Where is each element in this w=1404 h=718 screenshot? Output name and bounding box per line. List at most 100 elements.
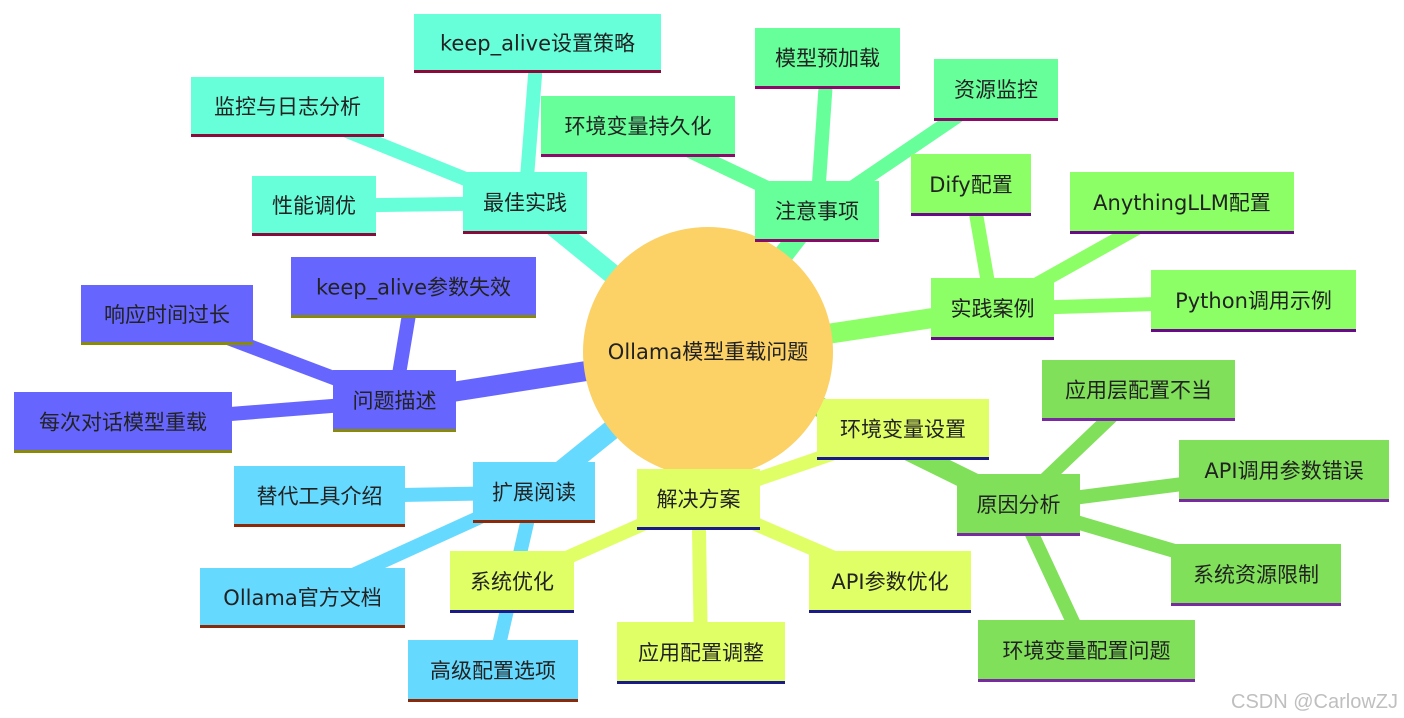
child-node: 替代工具介绍 bbox=[234, 466, 405, 527]
watermark: CSDN @CarlowZJ bbox=[1231, 691, 1398, 713]
node-box bbox=[1151, 270, 1356, 332]
branch-node: 注意事项 bbox=[755, 181, 879, 242]
child-node: Ollama官方文档 bbox=[200, 568, 405, 628]
node-label: 模型预加载 bbox=[775, 47, 880, 71]
branch-node: 问题描述 bbox=[333, 370, 456, 432]
child-node: 应用配置调整 bbox=[617, 622, 785, 684]
node-box bbox=[1171, 544, 1341, 606]
node-underline bbox=[291, 315, 536, 318]
child-node: 环境变量配置问题 bbox=[978, 620, 1195, 682]
node-box bbox=[14, 392, 232, 453]
child-node: API调用参数错误 bbox=[1179, 440, 1389, 502]
node-underline bbox=[1042, 418, 1235, 421]
node-box bbox=[617, 622, 785, 684]
node-box bbox=[637, 469, 760, 530]
node-label: Ollama官方文档 bbox=[223, 586, 381, 610]
node-underline bbox=[817, 457, 989, 460]
node-box bbox=[408, 640, 578, 702]
child-node: API参数优化 bbox=[809, 551, 971, 613]
node-underline bbox=[934, 118, 1058, 121]
node-underline bbox=[637, 527, 760, 530]
node-box bbox=[81, 285, 253, 345]
node-label: 监控与日志分析 bbox=[214, 95, 361, 119]
node-underline bbox=[978, 679, 1195, 682]
node-underline bbox=[617, 681, 785, 684]
child-node: 系统优化 bbox=[450, 551, 574, 613]
child-node: 环境变量持久化 bbox=[541, 96, 735, 157]
node-underline bbox=[957, 533, 1080, 536]
node-label: 扩展阅读 bbox=[492, 481, 576, 505]
child-node: 系统资源限制 bbox=[1171, 544, 1341, 606]
node-underline bbox=[755, 86, 900, 89]
node-box bbox=[450, 551, 574, 613]
branch-node: 实践案例 bbox=[931, 278, 1054, 340]
node-label: 系统资源限制 bbox=[1193, 563, 1319, 587]
node-label: 应用层配置不当 bbox=[1065, 379, 1212, 403]
node-underline bbox=[252, 233, 376, 236]
node-label: 资源监控 bbox=[954, 78, 1038, 102]
node-label: 问题描述 bbox=[353, 389, 437, 413]
node-label: 环境变量持久化 bbox=[565, 115, 712, 139]
node-underline bbox=[408, 699, 578, 702]
child-node: 高级配置选项 bbox=[408, 640, 578, 702]
node-underline bbox=[473, 520, 595, 523]
node-box bbox=[809, 551, 971, 613]
node-label: 应用配置调整 bbox=[638, 641, 764, 665]
node-underline bbox=[1171, 603, 1341, 606]
node-label: API参数优化 bbox=[831, 570, 948, 594]
node-box bbox=[911, 154, 1031, 216]
root-label: Ollama模型重载问题 bbox=[608, 340, 808, 364]
node-label: keep_alive参数失效 bbox=[316, 276, 511, 301]
node-underline bbox=[911, 213, 1031, 216]
node-underline bbox=[1151, 329, 1356, 332]
node-box bbox=[931, 278, 1054, 340]
child-node: Dify配置 bbox=[911, 154, 1031, 216]
node-underline bbox=[200, 625, 405, 628]
node-label: 原因分析 bbox=[977, 493, 1061, 517]
node-box bbox=[463, 172, 587, 234]
node-box bbox=[291, 257, 536, 318]
node-label: AnythingLLM配置 bbox=[1093, 191, 1271, 215]
node-label: 实践案例 bbox=[951, 297, 1035, 321]
child-node: AnythingLLM配置 bbox=[1070, 172, 1294, 234]
node-box bbox=[957, 474, 1080, 536]
node-label: Dify配置 bbox=[929, 173, 1012, 197]
node-box bbox=[1042, 360, 1235, 421]
node-label: 环境变量配置问题 bbox=[1003, 639, 1171, 663]
node-box bbox=[934, 59, 1058, 121]
node-box bbox=[234, 466, 405, 527]
child-node: 资源监控 bbox=[934, 59, 1058, 121]
branch-node: 原因分析 bbox=[957, 474, 1080, 536]
node-underline bbox=[234, 524, 405, 527]
node-box bbox=[333, 370, 456, 432]
node-label: 高级配置选项 bbox=[430, 659, 556, 683]
root-node: Ollama模型重载问题 bbox=[583, 227, 833, 477]
child-node: 性能调优 bbox=[252, 176, 376, 236]
branch-node: 解决方案 bbox=[637, 469, 760, 530]
node-box bbox=[191, 77, 384, 137]
root-circle bbox=[583, 227, 833, 477]
child-node: 每次对话模型重载 bbox=[14, 392, 232, 453]
node-box bbox=[755, 181, 879, 242]
node-label: Python调用示例 bbox=[1175, 289, 1332, 313]
child-node: keep_alive参数失效 bbox=[291, 257, 536, 318]
node-label: API调用参数错误 bbox=[1204, 459, 1363, 483]
node-label: 系统优化 bbox=[470, 570, 554, 594]
node-underline bbox=[541, 154, 735, 157]
child-node: 模型预加载 bbox=[755, 28, 900, 89]
node-underline bbox=[81, 342, 253, 345]
node-underline bbox=[450, 610, 574, 613]
node-label: 最佳实践 bbox=[483, 191, 567, 215]
node-box bbox=[755, 28, 900, 89]
child-node: 监控与日志分析 bbox=[191, 77, 384, 137]
node-underline bbox=[14, 450, 232, 453]
node-box bbox=[252, 176, 376, 236]
node-box bbox=[414, 14, 661, 73]
node-label: 性能调优 bbox=[272, 194, 356, 218]
node-label: keep_alive设置策略 bbox=[440, 32, 635, 57]
node-label: 注意事项 bbox=[775, 200, 859, 224]
node-underline bbox=[931, 337, 1054, 340]
node-box bbox=[200, 568, 405, 628]
child-node: Python调用示例 bbox=[1151, 270, 1356, 332]
